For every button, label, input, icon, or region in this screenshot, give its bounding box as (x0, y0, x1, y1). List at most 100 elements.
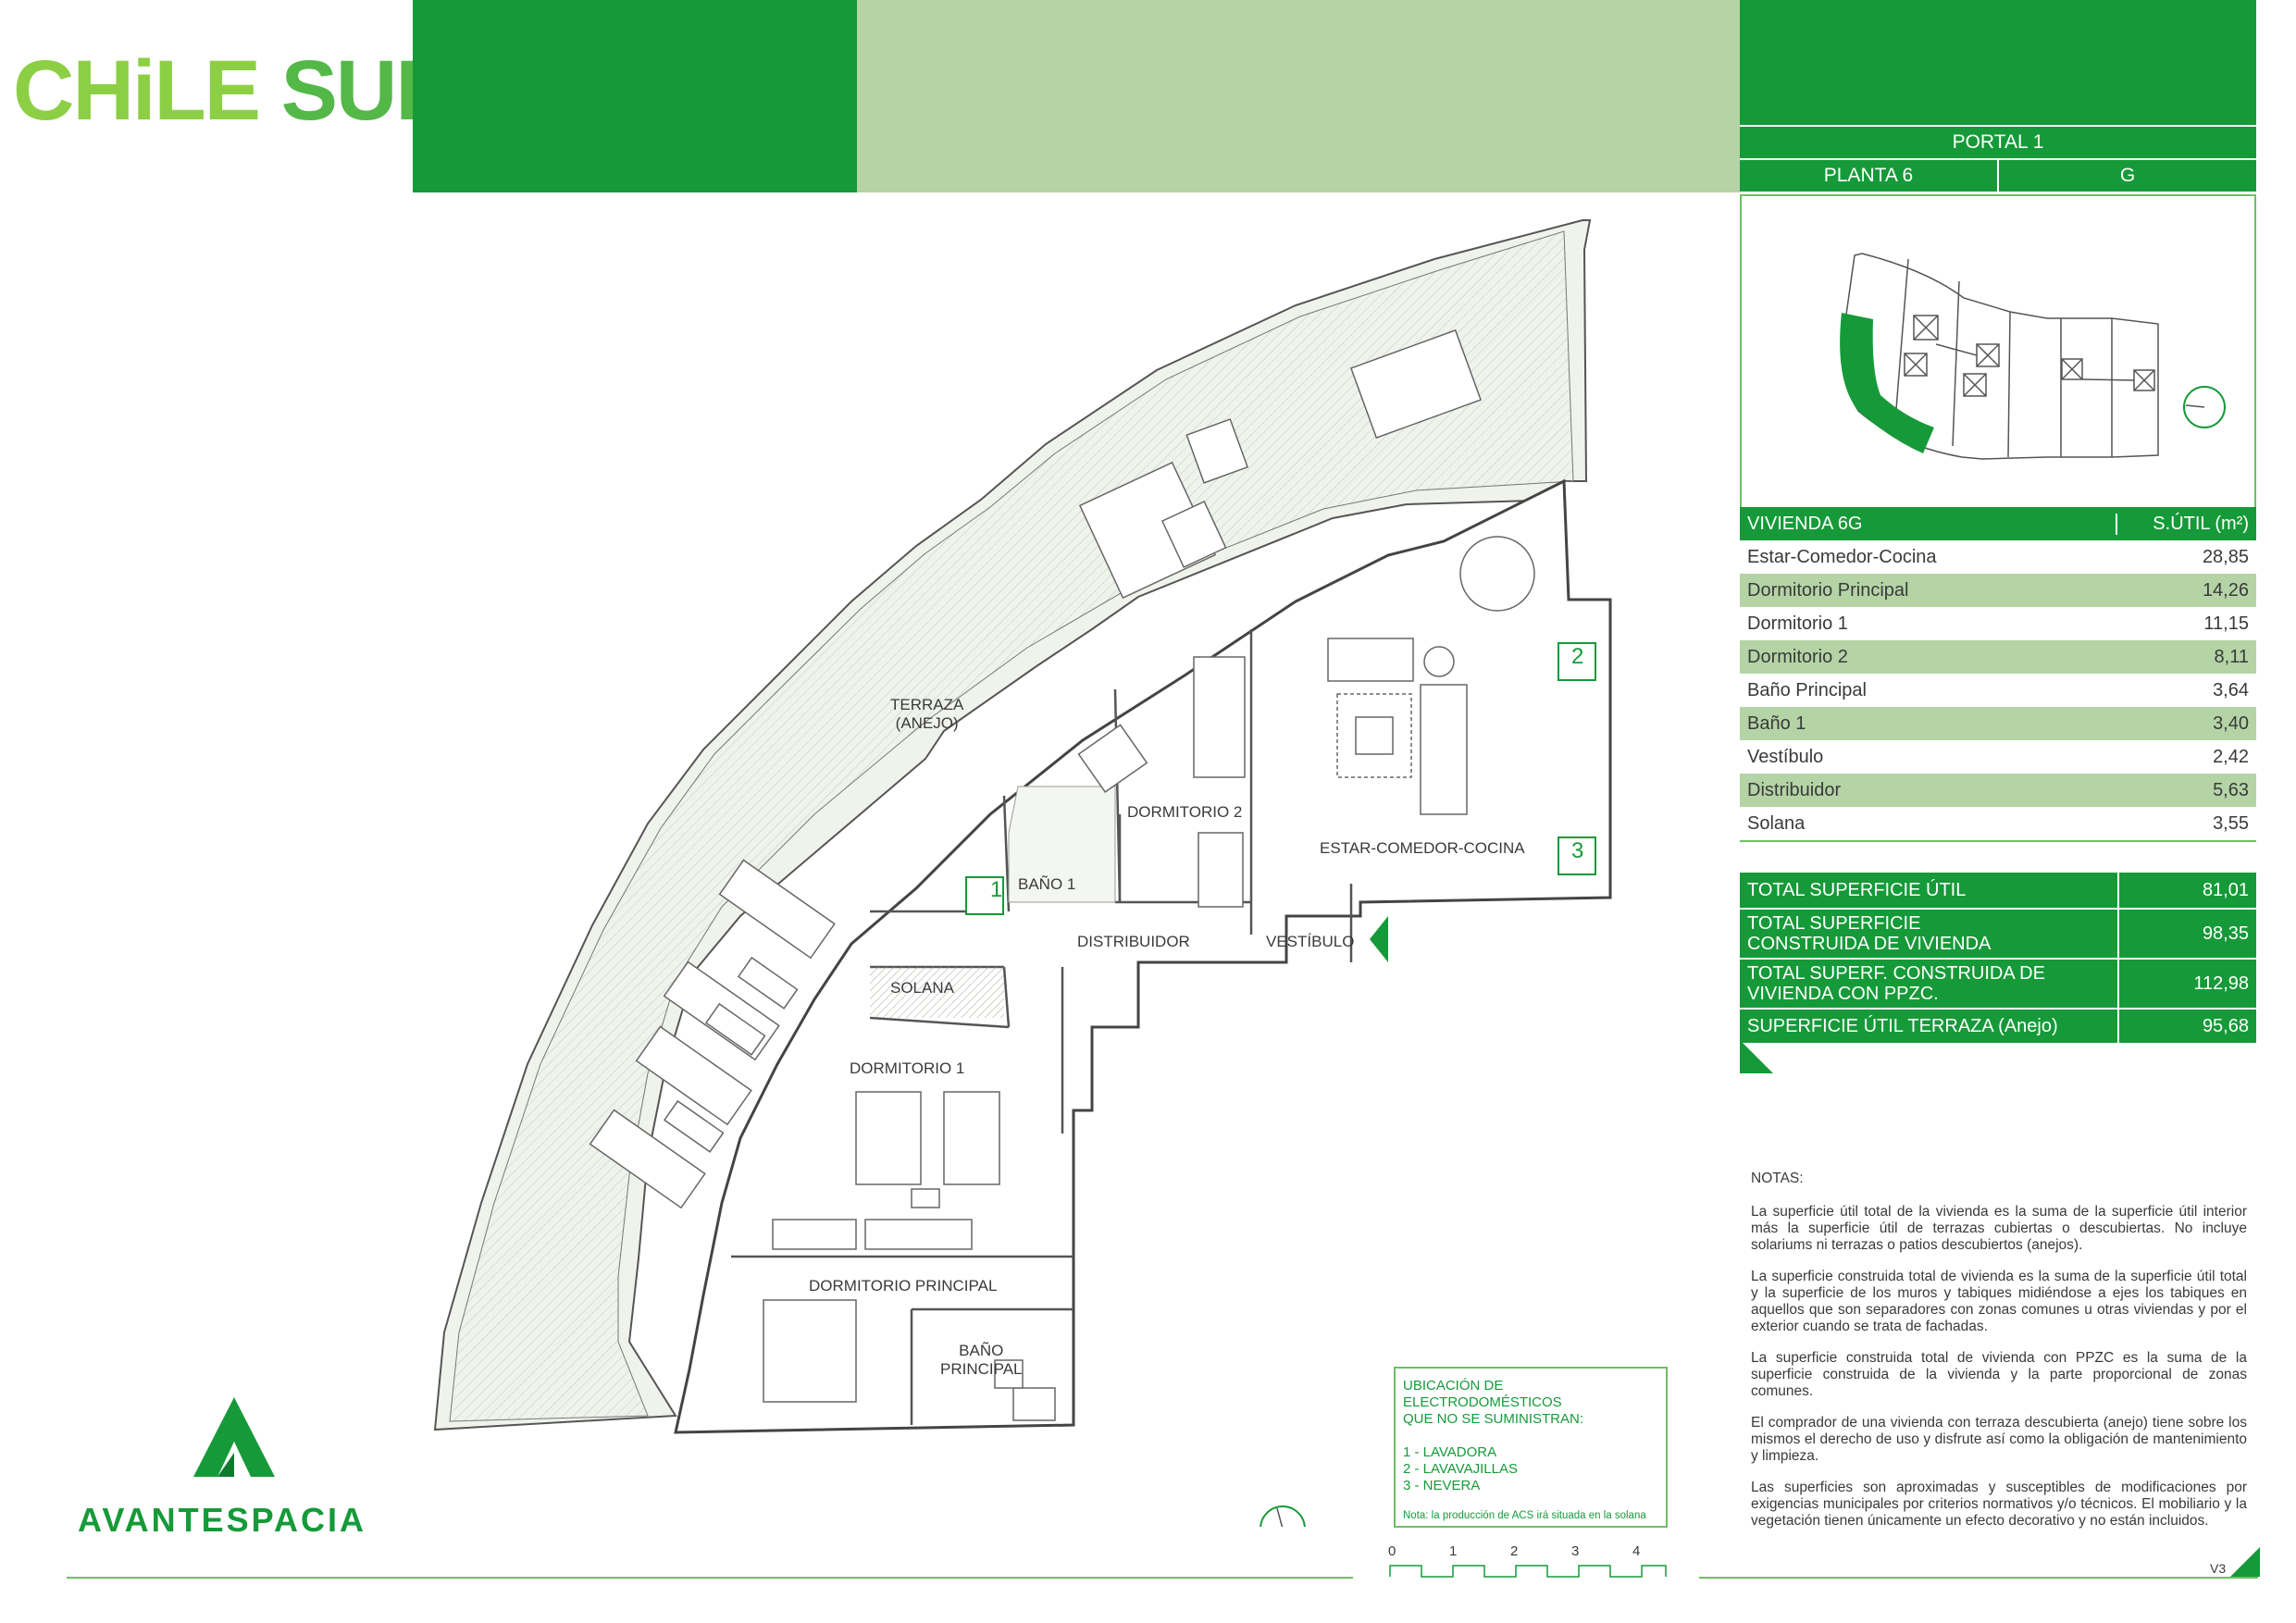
key-plan (1740, 194, 2256, 511)
room-label-terraza-line1: TERRAZA (890, 696, 964, 713)
scale-bar-drawing (1389, 1565, 1667, 1578)
total-row-value: 112,98 (2117, 960, 2256, 1008)
table-bottom-line (1740, 840, 2256, 842)
notes-paragraph: Las superficies son aproximadas y suscep… (1751, 1480, 2247, 1529)
total-row-label-line2: VIVIENDA CON PPZC. (1747, 984, 1939, 1004)
surface-table-title: VIVIENDA 6G (1747, 513, 1863, 534)
planta-label: PLANTA 6 (1740, 160, 1997, 192)
scale-label: 1 (1449, 1543, 1458, 1559)
header-band-dark (413, 0, 857, 192)
total-row-label-line2: CONSTRUIDA DE VIVIENDA (1747, 934, 1992, 954)
room-label-bano1: BAÑO 1 (1018, 875, 1076, 893)
room-label-distribuidor: DISTRIBUIDOR (1077, 933, 1190, 950)
table-row: Baño Principal 3,64 (1740, 674, 2256, 707)
appliance-mark-box (1558, 642, 1596, 681)
scale-label: 0 (1388, 1543, 1396, 1559)
table-row-value: 28,85 (2202, 546, 2249, 567)
table-row-value: 11,15 (2203, 613, 2249, 634)
terrace-area (433, 219, 1592, 1431)
table-row-name: Dormitorio 1 (1747, 613, 1848, 634)
scale-label: 3 (1571, 1543, 1580, 1559)
appliance-mark-box (965, 876, 1004, 915)
notes-paragraph: La superficie construida total de vivien… (1751, 1350, 2247, 1399)
table-row-value: 14,26 (2202, 579, 2249, 601)
table-row: Vestíbulo 2,42 (1740, 740, 2256, 774)
total-row-label: TOTAL SUPERFICIE ÚTIL (1740, 880, 2117, 900)
room-label-estar: ESTAR-COMEDOR-COCINA (1320, 839, 1525, 857)
appliance-mark-3: 3 (1571, 838, 1584, 863)
footer-line-right (1699, 1577, 2258, 1579)
total-row-label-line1: TOTAL SUPERFICIE ÚTIL (1747, 880, 1967, 900)
surface-table: VIVIENDA 6G S.ÚTIL (m²) Estar-Comedor-Co… (1740, 507, 2256, 842)
bathroom1-floor (1008, 786, 1116, 903)
table-row-name: Estar-Comedor-Cocina (1747, 546, 1937, 567)
total-row-label-line1: TOTAL SUPERF. CONSTRUIDA DE (1747, 963, 2045, 984)
table-row: Dormitorio Principal 14,26 (1740, 574, 2256, 607)
notes-paragraph: El comprador de una vivienda con terraza… (1751, 1415, 2247, 1464)
total-row-value: 81,01 (2117, 873, 2256, 908)
room-label-terraza: TERRAZA(ANEJO) (890, 696, 963, 733)
floor-plan (433, 219, 1612, 1527)
table-row-name: Baño Principal (1747, 679, 1867, 700)
total-row-label-line1: SUPERFICIE ÚTIL TERRAZA (Anejo) (1747, 1016, 2058, 1036)
portal-label: PORTAL 1 (1740, 127, 2256, 158)
room-label-solana: SOLANA (890, 979, 954, 997)
version-corner-triangle (2230, 1547, 2260, 1577)
table-row: Dormitorio 1 11,15 (1740, 607, 2256, 640)
table-row-value: 5,63 (2213, 779, 2249, 800)
table-row-value: 3,40 (2213, 712, 2249, 734)
table-row-value: 2,42 (2213, 746, 2249, 767)
room-label-dormitorio2: DORMITORIO 2 (1127, 803, 1243, 821)
scale-label: 4 (1632, 1543, 1641, 1559)
table-row: Baño 1 3,40 (1740, 707, 2256, 740)
table-row-value: 3,64 (2213, 679, 2249, 700)
room-label-terraza-line2: (ANEJO) (895, 714, 959, 732)
totals-table: TOTAL SUPERFICIE ÚTIL 81,01 TOTAL SUPERF… (1740, 873, 2256, 1045)
appliance-mark-2: 2 (1571, 644, 1584, 669)
table-row-name: Solana (1747, 812, 1806, 834)
notes-heading: NOTAS: (1751, 1171, 1804, 1186)
total-row: SUPERFICIE ÚTIL TERRAZA (Anejo) 95,68 (1740, 1010, 2256, 1045)
version-label: V3 (2210, 1561, 2227, 1576)
appliances-legend: UBICACIÓN DE ELECTRODOMÉSTICOS QUE NO SE… (1394, 1367, 1668, 1528)
appliance-item: 1 - LAVADORA (1403, 1444, 1497, 1460)
notes-paragraph: La superficie construida total de vivien… (1751, 1269, 2247, 1334)
appliances-title-line1: UBICACIÓN DE ELECTRODOMÉSTICOS (1403, 1378, 1562, 1410)
appliances-title: UBICACIÓN DE ELECTRODOMÉSTICOS QUE NO SE… (1403, 1378, 1658, 1428)
table-row-name: Dormitorio Principal (1747, 579, 1909, 601)
footer-line-left (67, 1577, 1353, 1579)
furniture (589, 328, 1535, 1421)
total-row: TOTAL SUPERFICIE ÚTIL 81,01 (1740, 873, 2256, 910)
notes-paragraph: La superficie útil total de la vivienda … (1751, 1204, 2247, 1253)
surface-table-value-header: S.ÚTIL (m²) (2116, 513, 2256, 535)
appliance-mark-box (1558, 836, 1596, 875)
room-label-dormitorio1: DORMITORIO 1 (850, 1059, 965, 1077)
room-label-bano-principal-line1: BAÑO (959, 1342, 1004, 1359)
developer-name: AVANTESPACIA (78, 1501, 367, 1539)
notes: NOTAS: La superficie útil total de la vi… (1751, 1171, 2247, 1544)
table-row-value: 8,11 (2214, 646, 2249, 667)
table-row-name: Dormitorio 2 (1747, 646, 1848, 667)
table-row: Estar-Comedor-Cocina 28,85 (1740, 540, 2256, 574)
room-label-dormitorio-principal: DORMITORIO PRINCIPAL (809, 1277, 998, 1295)
appliance-item: 2 - LAVAVAJILLAS (1403, 1461, 1518, 1477)
solana-hatch (870, 967, 1004, 1018)
totals-corner-triangle (1740, 1040, 1773, 1073)
header-band-right (1740, 0, 2256, 125)
scale-label: 2 (1510, 1543, 1519, 1559)
header-band-light (857, 0, 1740, 192)
table-row-name: Vestíbulo (1747, 746, 1824, 767)
total-row-label-line1: TOTAL SUPERFICIE (1747, 913, 1921, 934)
avantespacia-logo-icon (193, 1397, 275, 1477)
letra-label: G (1999, 160, 2256, 192)
appliances-title-line2: QUE NO SE SUMINISTRAN: (1403, 1411, 1584, 1427)
table-row-name: Baño 1 (1747, 712, 1806, 734)
north-compass-icon (1260, 1505, 1306, 1527)
total-row-value: 98,35 (2117, 910, 2256, 958)
